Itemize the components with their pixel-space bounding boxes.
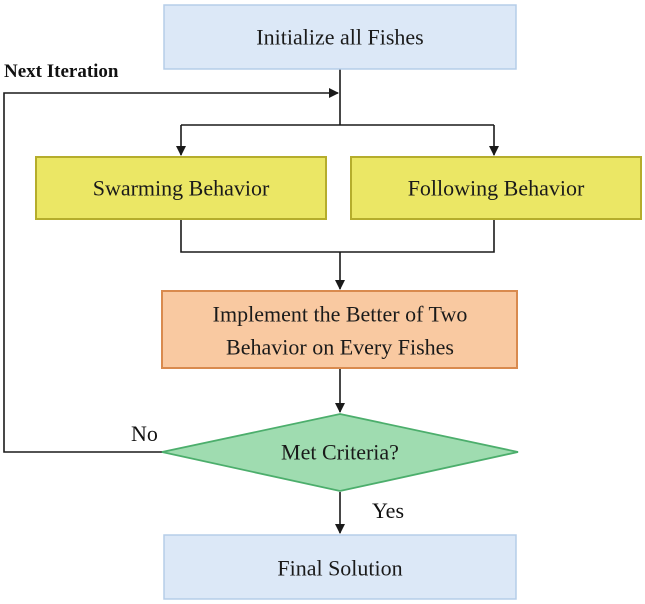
- node-initialize-box: [163, 4, 517, 70]
- node-final: Final Solution: [163, 534, 517, 600]
- node-following: Following Behavior: [350, 156, 642, 220]
- node-final-label: Final Solution: [277, 556, 402, 581]
- node-criteria-label: Met Criteria?: [281, 440, 399, 465]
- node-criteria-diamond: [161, 413, 519, 492]
- edge-label-next-iteration: Next Iteration: [4, 61, 119, 82]
- node-initialize: Initialize all Fishes: [163, 4, 517, 70]
- edge-label-no: No: [131, 421, 158, 446]
- node-final-box: [163, 534, 517, 600]
- node-following-label: Following Behavior: [408, 176, 585, 201]
- node-implement-label-line2: Behavior on Every Fishes: [226, 335, 454, 360]
- node-following-box: [350, 156, 642, 220]
- connector-loop-back: [3, 88, 339, 453]
- edge-label-yes: Yes: [372, 498, 404, 523]
- connector-merge-bar: [180, 219, 495, 253]
- node-swarming-label: Swarming Behavior: [93, 176, 270, 201]
- node-swarming: Swarming Behavior: [35, 156, 327, 220]
- node-initialize-label: Initialize all Fishes: [256, 25, 423, 50]
- connectors: [3, 69, 499, 534]
- node-swarming-box: [35, 156, 327, 220]
- node-implement-box: [161, 290, 518, 369]
- node-criteria: Met Criteria?: [161, 413, 519, 492]
- node-implement-label-line1: Implement the Better of Two: [213, 302, 468, 327]
- node-implement: Implement the Better of Two Behavior on …: [161, 290, 518, 369]
